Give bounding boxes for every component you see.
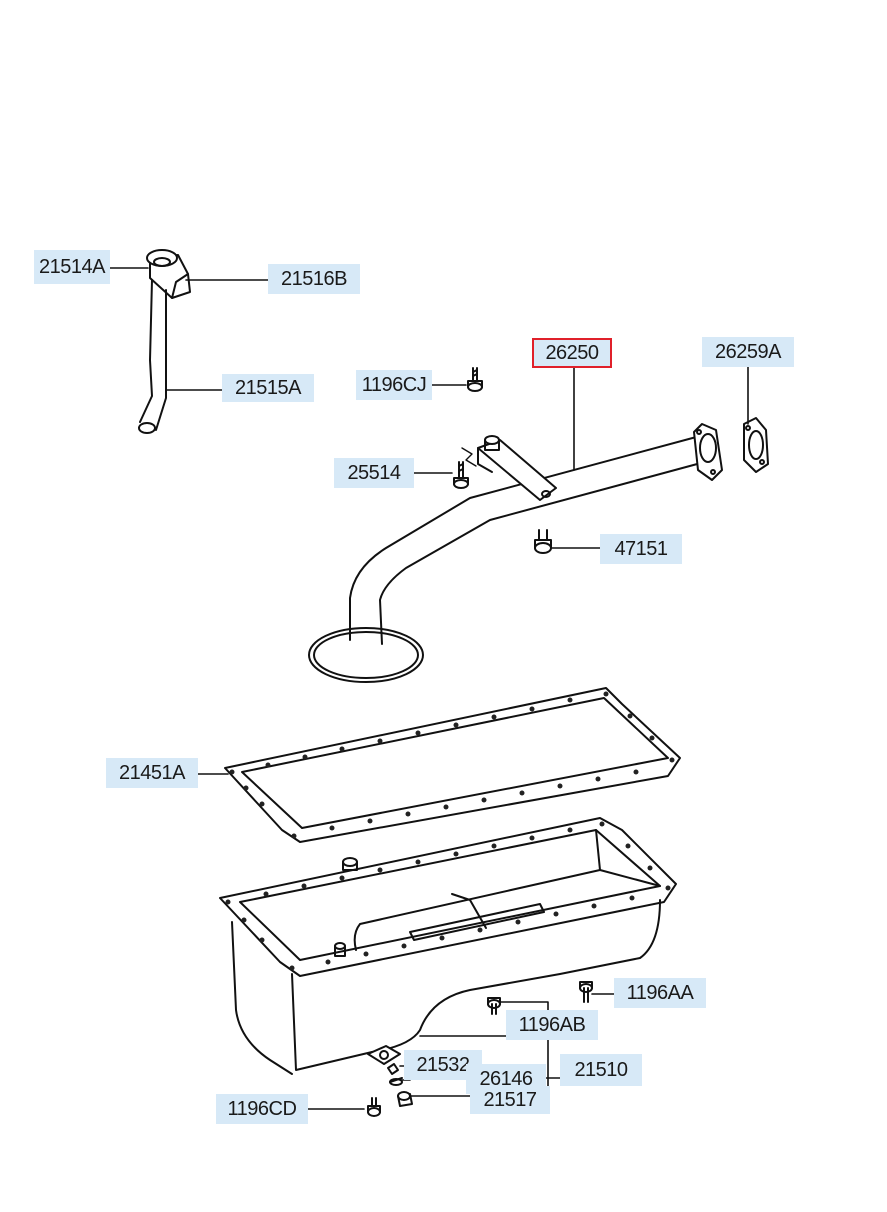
part-label-21516b[interactable]: 21516B [268, 264, 360, 294]
dipstick-handle-icon [146, 249, 191, 299]
clip-21532-icon [387, 1063, 399, 1075]
part-label-1196cd[interactable]: 1196CD [216, 1094, 308, 1124]
part-label-1196ab[interactable]: 1196AB [506, 1010, 598, 1040]
part-label-1196aa[interactable]: 1196AA [614, 978, 706, 1008]
bolt-1196cd-icon [367, 1097, 381, 1117]
part-label-26259a[interactable]: 26259A [702, 337, 794, 367]
bolt-1196cj-icon [467, 367, 483, 392]
dipstick-tube-icon [138, 279, 167, 434]
bolt-1196aa-icon [579, 981, 593, 1003]
oil-pickup-tube-icon [308, 423, 723, 683]
part-label-21451a[interactable]: 21451A [106, 758, 198, 788]
drain-plug-21517-icon [397, 1091, 413, 1107]
part-label-21517[interactable]: 21517 [470, 1086, 550, 1114]
oil-pan-gasket-icon [224, 687, 681, 843]
bolt-25514-icon [453, 461, 469, 489]
nut-47151-icon [534, 529, 552, 554]
flange-gasket-icon [743, 417, 769, 473]
part-label-21515a[interactable]: 21515A [222, 374, 314, 402]
gasket-holes [229, 691, 675, 839]
part-label-1196cj[interactable]: 1196CJ [356, 370, 432, 400]
oil-pan-icon [219, 817, 677, 1075]
part-label-21510[interactable]: 21510 [560, 1054, 642, 1086]
washer-26146-icon [389, 1077, 403, 1086]
part-label-25514[interactable]: 25514 [334, 458, 414, 488]
bolt-1196ab-icon [487, 997, 501, 1015]
leader-lines [109, 267, 749, 1110]
part-label-47151[interactable]: 47151 [600, 534, 682, 564]
pan-flange-holes [225, 821, 671, 971]
part-label-21514a[interactable]: 21514A [34, 250, 110, 284]
part-label-26250[interactable]: 26250 [532, 338, 612, 368]
